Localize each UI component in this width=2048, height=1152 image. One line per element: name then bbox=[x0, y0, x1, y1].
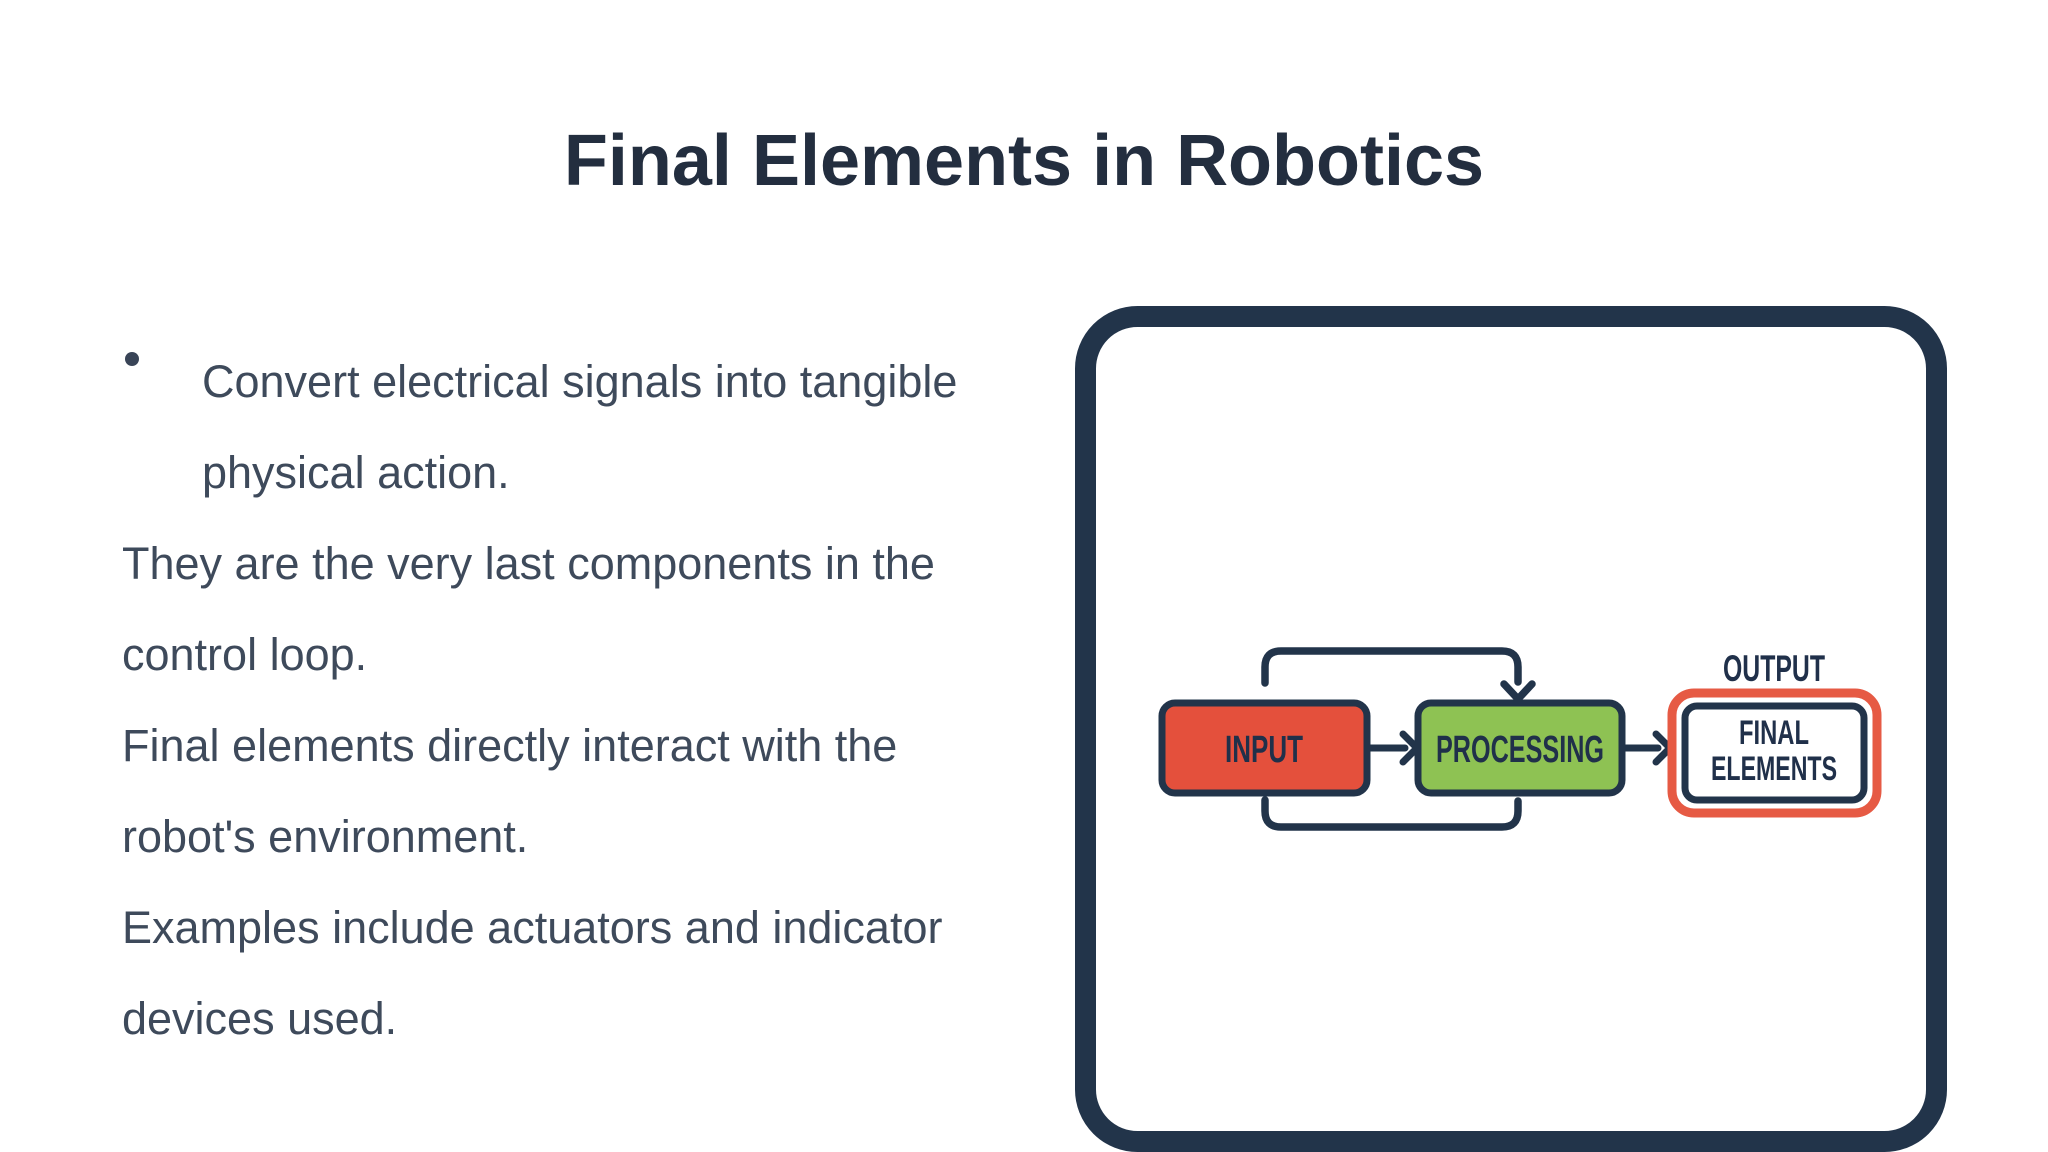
body-line: physical action. bbox=[202, 447, 510, 498]
input-label: INPUT bbox=[1225, 729, 1303, 771]
arrow-down-icon bbox=[1500, 680, 1536, 703]
diagram-card: INPUT PROCESSING OUTPUT FINAL ELEMENTS bbox=[1075, 306, 1947, 1152]
body-line: Convert electrical signals into tangible bbox=[202, 356, 958, 407]
processing-label: PROCESSING bbox=[1436, 729, 1604, 771]
final-elements-label-line2: ELEMENTS bbox=[1711, 750, 1837, 788]
output-label: OUTPUT bbox=[1723, 648, 1825, 689]
body-text: Convert electrical signals into tangible… bbox=[122, 336, 1082, 1064]
body-line: Examples include actuators and indicator bbox=[122, 902, 943, 953]
feedback-loop-top bbox=[1261, 647, 1522, 687]
body-line: devices used. bbox=[122, 993, 398, 1044]
body-line: They are the very last components in the bbox=[122, 538, 935, 589]
feedback-loop-bottom bbox=[1261, 796, 1522, 831]
final-elements-label-line1: FINAL bbox=[1739, 714, 1809, 752]
body-line: control loop. bbox=[122, 629, 368, 680]
body-line: Final elements directly interact with th… bbox=[122, 720, 898, 771]
bullet-icon bbox=[125, 352, 139, 366]
final-elements-inner-box bbox=[1681, 702, 1868, 804]
slide-title: Final Elements in Robotics bbox=[563, 121, 1485, 201]
body-line: robot's environment. bbox=[122, 811, 529, 862]
